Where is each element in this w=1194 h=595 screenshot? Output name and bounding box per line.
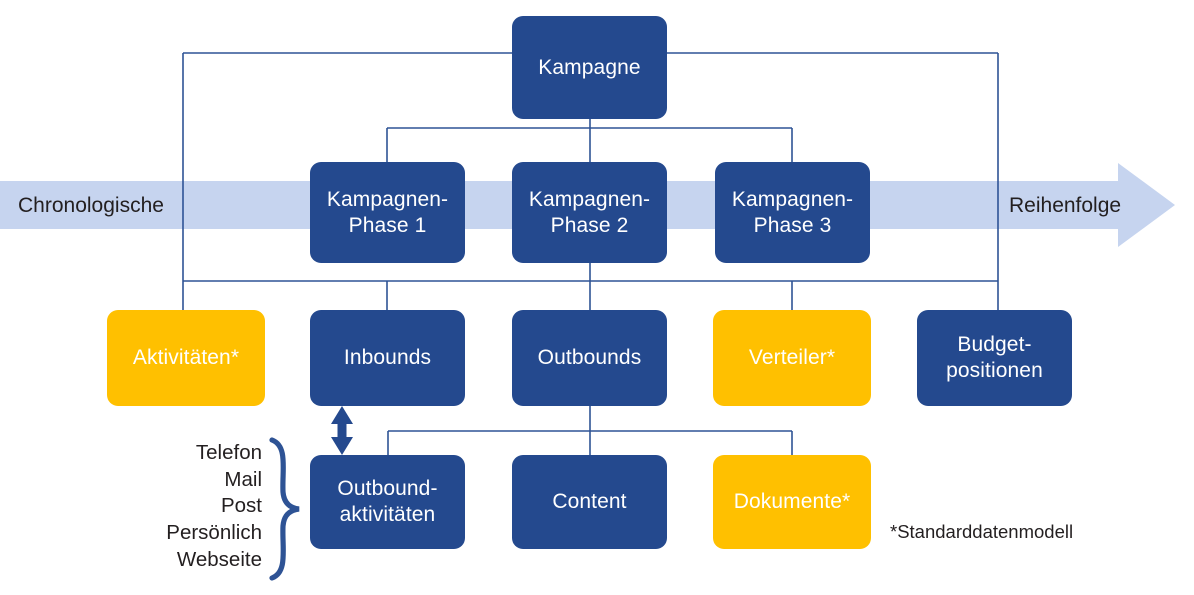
node-content[interactable]: Content xyxy=(512,455,667,549)
timeline-right-label: Reihenfolge xyxy=(1009,194,1122,217)
node-kampagne[interactable]: Kampagne xyxy=(512,16,667,119)
node-outbound-aktivitaeten[interactable]: Outbound- aktivitäten xyxy=(310,455,465,549)
channel-brace xyxy=(269,437,300,581)
timeline-left-label: Chronologische xyxy=(18,194,164,217)
bottom-bus-connector xyxy=(387,405,793,455)
node-kampagnen-phase-1[interactable]: Kampagnen- Phase 1 xyxy=(310,162,465,263)
channel-list: Telefon Mail Post Persönlich Webseite xyxy=(166,441,262,571)
node-dokumente[interactable]: Dokumente* xyxy=(713,455,871,549)
node-budgetpositionen[interactable]: Budget- positionen xyxy=(917,310,1072,406)
phase-bus-connector xyxy=(386,127,793,162)
node-inbounds[interactable]: Inbounds xyxy=(310,310,465,406)
node-kampagnen-phase-3[interactable]: Kampagnen- Phase 3 xyxy=(715,162,870,263)
footnote-standarddatenmodell: *Standarddatenmodell xyxy=(890,521,1074,542)
node-outbounds[interactable]: Outbounds xyxy=(512,310,667,406)
node-kampagnen-phase-2[interactable]: Kampagnen- Phase 2 xyxy=(512,162,667,263)
inbounds-outboundaktivitaeten-double-arrow xyxy=(331,406,353,455)
level3-bus-connector xyxy=(183,263,998,312)
node-aktivitaeten[interactable]: Aktivitäten* xyxy=(107,310,265,406)
node-verteiler[interactable]: Verteiler* xyxy=(713,310,871,406)
